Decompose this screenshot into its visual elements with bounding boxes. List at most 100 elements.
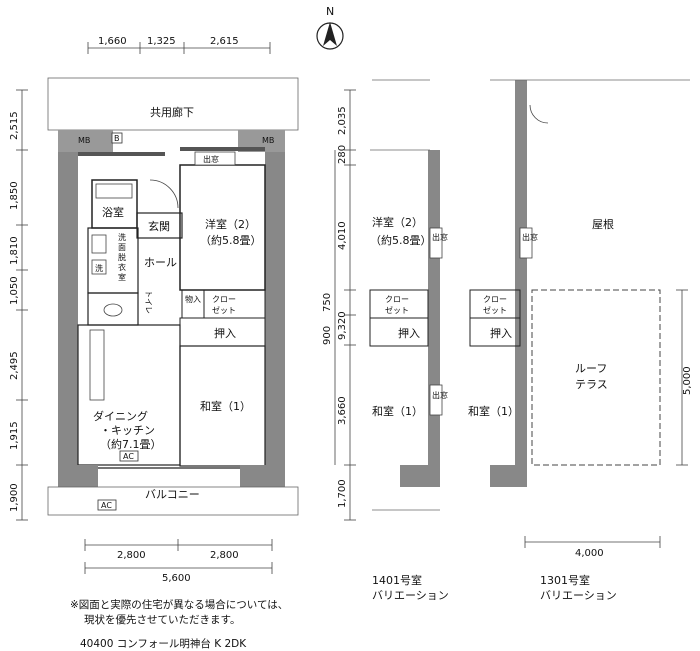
dk-label-2: ・キッチン — [100, 424, 155, 437]
balcony-wall-right — [240, 465, 285, 487]
dim-bottom-2: 2,800 — [210, 550, 239, 561]
v1401-bay-label: 出窓 — [432, 232, 448, 242]
compass: N — [316, 5, 344, 50]
footnote-line1: ※図面と実際の住宅が異なる場合については、 — [70, 599, 289, 611]
western-room-label: 洋室（2） — [205, 217, 256, 231]
dk-label-1: ダイニング — [93, 409, 148, 423]
bathtub-icon — [95, 183, 133, 199]
mb-right-label: MB — [262, 136, 274, 145]
v1401-washitsu: 和室（1） — [372, 404, 423, 418]
v1301-door-swing — [529, 104, 549, 124]
v1401-wall-bottom — [400, 465, 440, 487]
dim-mid-8: 1,700 — [337, 479, 348, 508]
dim-top-1: 1,660 — [98, 36, 127, 47]
washitsu — [179, 345, 266, 467]
dim-top-2: 1,325 — [147, 36, 176, 47]
v1401-bay-window — [429, 227, 443, 259]
dim-mid-4: 750 — [322, 293, 333, 312]
top-dimension-line — [87, 42, 271, 54]
ac-box — [119, 450, 139, 462]
v1301-closet-1: クロー — [483, 295, 507, 304]
dim-left-4: 1,050 — [9, 276, 20, 305]
dim-left-6: 1,915 — [9, 421, 20, 450]
dim-variant-height: 5,000 — [682, 366, 693, 395]
toilet-icon — [103, 303, 123, 317]
dim-mid-2: 280 — [337, 145, 348, 164]
footnote-line2: 現状を優先させていただきます。 — [84, 614, 241, 626]
corridor-label: 共用廊下 — [150, 105, 194, 119]
closet-label-2: ゼット — [212, 305, 236, 315]
v1301-wall-bottom — [490, 465, 527, 487]
middle-dimension-line — [334, 89, 356, 521]
listing-id: 40400 コンフォール明神台 K 2DK — [80, 638, 247, 650]
corridor-area — [47, 77, 299, 131]
ac-outdoor-label: AC — [101, 501, 112, 510]
b-label: B — [114, 134, 120, 143]
hall-label: ホール — [144, 256, 177, 269]
bath-label: 浴室 — [102, 205, 124, 219]
dim-left-7: 1,900 — [9, 483, 20, 512]
b-box — [111, 132, 123, 144]
v1301-caption-line1: 1301号室 — [540, 574, 590, 587]
entry-door-swing — [149, 179, 179, 209]
dim-variant-width: 4,000 — [575, 548, 604, 559]
dim-left-3: 1,810 — [9, 236, 20, 265]
v1401-western-room: 洋室（2） — [372, 215, 423, 229]
storage-label: 物入 — [185, 294, 201, 304]
v1401-caption-line2: バリエーション — [372, 589, 449, 602]
roof-terrace — [531, 289, 661, 466]
washbasin-icon — [91, 234, 107, 254]
balcony — [47, 486, 299, 516]
wash-label: 洗 — [95, 263, 103, 273]
v1401-western-size: （約5.8畳） — [370, 233, 432, 247]
v1401-bay2-label: 出窓 — [432, 390, 448, 400]
wall-right — [265, 130, 285, 470]
terrace-label-2: テラス — [575, 378, 608, 391]
v1301-caption-line2: バリエーション — [540, 589, 617, 602]
v1401-wall-right — [428, 150, 440, 468]
dim-bottom-total: 5,600 — [162, 573, 191, 584]
v1301-oshiire — [469, 317, 521, 347]
balcony-wall-left — [58, 465, 98, 487]
mb-block-right — [238, 130, 285, 152]
oshiire-label: 押入 — [214, 326, 236, 340]
v1301-closet-2: ゼット — [483, 305, 507, 315]
v1401-caption-line1: 1401号室 — [372, 574, 422, 587]
compass-label: N — [326, 5, 334, 18]
washroom-label-2: 面 — [118, 243, 126, 252]
dim-mid-3: 4,010 — [337, 221, 348, 250]
bay-window-top-label: 出窓 — [203, 154, 219, 164]
v1301-bay-window — [519, 227, 533, 259]
mb-left-label: MB — [78, 136, 90, 145]
v1401-closet-2: ゼット — [385, 305, 409, 315]
v1301-wall-left — [515, 80, 527, 470]
dim-left-1: 2,515 — [9, 111, 20, 140]
terrace-label-1: ルーフ — [575, 362, 607, 375]
washing-machine-icon — [91, 259, 107, 275]
v1301-bay-label: 出窓 — [522, 232, 538, 242]
dim-bottom-1: 2,800 — [117, 550, 146, 561]
v1301-oshiire-label: 押入 — [490, 326, 512, 340]
north-arrow-icon — [323, 22, 337, 46]
dim-top-3: 2,615 — [210, 36, 239, 47]
dim-mid-1: 2,035 — [337, 106, 348, 135]
wall-top-right — [180, 147, 265, 151]
left-dimension-line — [16, 89, 28, 521]
balcony-label: バルコニー — [145, 488, 200, 501]
toilet-label: トイレ — [144, 290, 153, 314]
main-plan: 共用廊下 MB B MB 浴室 洗 洗 面 脱 衣 室 トイレ 玄関 ホール — [47, 77, 299, 516]
v1401-oshiire — [369, 317, 429, 347]
bottom-dimension-line — [84, 539, 273, 574]
v1401-oshiire-label: 押入 — [398, 326, 420, 340]
western-room-size: （約5.8畳） — [200, 233, 262, 247]
v1301-roof: 屋根 — [592, 217, 614, 231]
variant-1301-plan: 屋根 出窓 クロー ゼット 押入 和室（1） ルーフ テラス 5,000 4,0… — [468, 79, 693, 559]
ac-outdoor-box — [97, 499, 117, 511]
closet-label-1: クロー — [212, 295, 236, 304]
washroom-label-4: 衣 — [118, 262, 126, 272]
variant-1401-plan: 出窓 洋室（2） （約5.8畳） クロー ゼット 押入 出窓 和室（1） — [369, 79, 448, 511]
kitchen-counter-icon — [89, 329, 105, 401]
wall-left — [58, 130, 78, 470]
wall-top-left — [78, 152, 165, 156]
